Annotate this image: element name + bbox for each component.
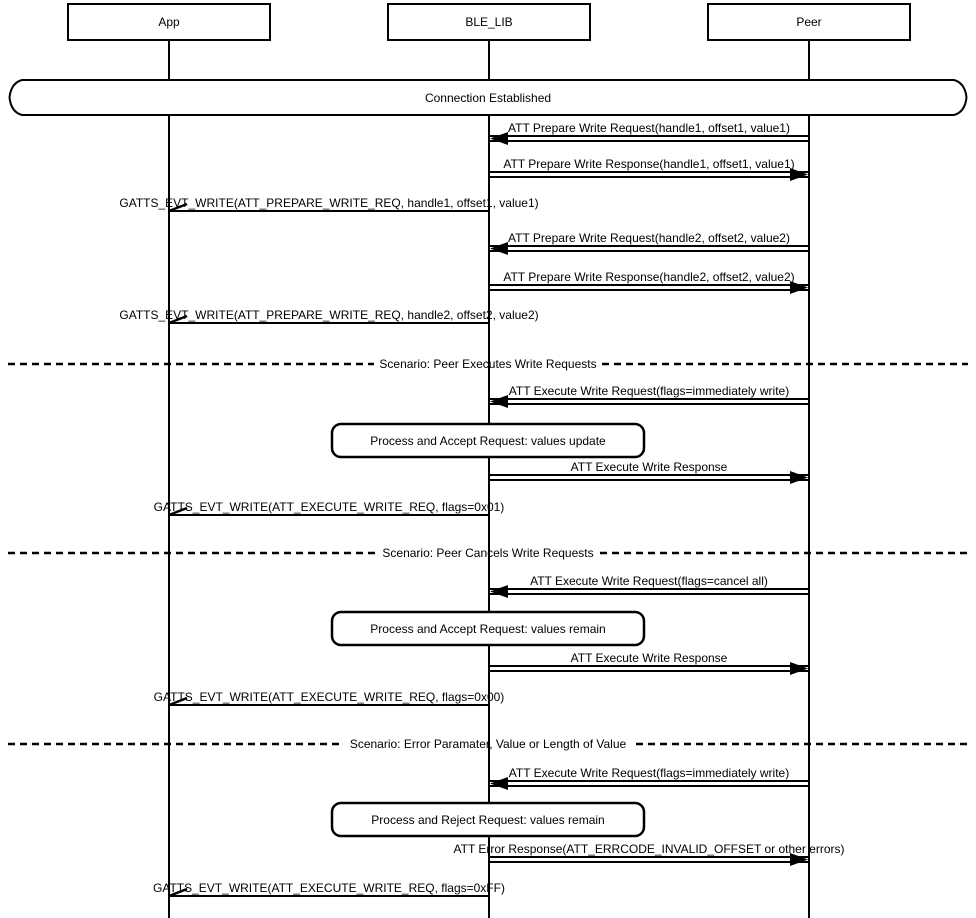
divider-label: Scenario: Peer Cancels Write Requests xyxy=(382,546,593,560)
open-half-arrowhead-icon xyxy=(168,314,188,325)
message-att-prepare-write-response-2: ATT Prepare Write Response(handle2, offs… xyxy=(489,270,809,294)
message-label: ATT Execute Write Request(flags=immediat… xyxy=(509,766,789,780)
divider-label: Scenario: Error Paramater, Value or Leng… xyxy=(350,737,627,751)
filled-arrowhead-icon xyxy=(490,395,508,408)
open-half-arrowhead-icon xyxy=(168,506,188,517)
message-label: ATT Prepare Write Request(handle2, offse… xyxy=(508,231,790,245)
message-label: GATTS_EVT_WRITE(ATT_EXECUTE_WRITE_REQ, f… xyxy=(154,690,505,704)
process-box-label: Process and Reject Request: values remai… xyxy=(371,813,604,827)
filled-arrowhead-icon xyxy=(790,471,808,484)
message-gatts-evt-write-prepare-1: GATTS_EVT_WRITE(ATT_PREPARE_WRITE_REQ, h… xyxy=(119,196,539,213)
participant-box xyxy=(67,3,271,41)
scenario-divider-executes: Scenario: Peer Executes Write Requests xyxy=(8,357,968,371)
process-box-shape xyxy=(330,422,646,459)
process-box-label: Process and Accept Request: values remai… xyxy=(370,622,605,636)
message-gatts-evt-write-prepare-2: GATTS_EVT_WRITE(ATT_PREPARE_WRITE_REQ, h… xyxy=(119,308,539,325)
message-gatts-evt-write-execute-0x01: GATTS_EVT_WRITE(ATT_EXECUTE_WRITE_REQ, f… xyxy=(154,500,505,517)
participant-peer: Peer xyxy=(707,3,911,41)
message-att-execute-write-response-1: ATT Execute Write Response xyxy=(489,460,809,484)
filled-arrowhead-icon xyxy=(790,662,808,675)
process-box-reject-remain: Process and Reject Request: values remai… xyxy=(330,801,646,838)
message-label: ATT Execute Write Request(flags=immediat… xyxy=(509,384,789,398)
participant-label: App xyxy=(158,15,180,29)
band-label: Connection Established xyxy=(425,91,551,105)
participant-box xyxy=(707,3,911,41)
filled-arrowhead-icon xyxy=(490,585,508,598)
message-att-execute-write-response-2: ATT Execute Write Response xyxy=(489,651,809,675)
message-att-prepare-write-response-1: ATT Prepare Write Response(handle1, offs… xyxy=(489,157,809,181)
filled-arrowhead-icon xyxy=(490,777,508,790)
process-box-shape xyxy=(330,801,646,838)
band-shape xyxy=(8,79,968,116)
message-label: ATT Execute Write Response xyxy=(571,460,728,474)
connection-established-band: Connection Established xyxy=(8,79,968,116)
filled-arrowhead-icon xyxy=(490,132,508,145)
scenario-divider-cancels: Scenario: Peer Cancels Write Requests xyxy=(8,546,968,560)
participant-label: BLE_LIB xyxy=(465,15,512,29)
message-att-execute-write-request-1: ATT Execute Write Request(flags=immediat… xyxy=(489,384,809,408)
scenario-divider-error: Scenario: Error Paramater, Value or Leng… xyxy=(8,737,968,751)
filled-arrowhead-icon xyxy=(790,853,808,866)
message-att-prepare-write-request-2: ATT Prepare Write Request(handle2, offse… xyxy=(489,231,809,255)
message-att-execute-write-request-cancel: ATT Execute Write Request(flags=cancel a… xyxy=(489,574,809,598)
message-label: GATTS_EVT_WRITE(ATT_EXECUTE_WRITE_REQ, f… xyxy=(153,881,505,895)
message-label: ATT Execute Write Response xyxy=(571,651,728,665)
process-box-label: Process and Accept Request: values updat… xyxy=(370,434,606,448)
message-label: ATT Execute Write Request(flags=cancel a… xyxy=(530,574,768,588)
filled-arrowhead-icon xyxy=(790,168,808,181)
filled-arrowhead-icon xyxy=(490,242,508,255)
message-label: GATTS_EVT_WRITE(ATT_EXECUTE_WRITE_REQ, f… xyxy=(154,500,505,514)
process-box-accept-remain: Process and Accept Request: values remai… xyxy=(330,610,646,647)
message-gatts-evt-write-execute-0xff: GATTS_EVT_WRITE(ATT_EXECUTE_WRITE_REQ, f… xyxy=(153,881,505,898)
open-half-arrowhead-icon xyxy=(168,887,188,898)
process-box-shape xyxy=(330,610,646,647)
participant-app: App xyxy=(67,3,271,41)
open-half-arrowhead-icon xyxy=(168,696,188,707)
message-label: ATT Prepare Write Request(handle1, offse… xyxy=(508,121,790,135)
message-label: GATTS_EVT_WRITE(ATT_PREPARE_WRITE_REQ, h… xyxy=(119,196,538,210)
participant-box xyxy=(387,3,591,41)
filled-arrowhead-icon xyxy=(790,281,808,294)
message-gatts-evt-write-execute-0x00: GATTS_EVT_WRITE(ATT_EXECUTE_WRITE_REQ, f… xyxy=(154,690,505,707)
open-half-arrowhead-icon xyxy=(168,202,188,213)
participant-ble-lib: BLE_LIB xyxy=(387,3,591,41)
message-label: GATTS_EVT_WRITE(ATT_PREPARE_WRITE_REQ, h… xyxy=(119,308,538,322)
divider-label: Scenario: Peer Executes Write Requests xyxy=(379,357,596,371)
message-att-execute-write-request-error: ATT Execute Write Request(flags=immediat… xyxy=(489,766,809,790)
message-label: ATT Prepare Write Response(handle2, offs… xyxy=(503,270,794,284)
message-att-error-response: ATT Error Response(ATT_ERRCODE_INVALID_O… xyxy=(454,842,845,866)
message-att-prepare-write-request-1: ATT Prepare Write Request(handle1, offse… xyxy=(489,121,809,145)
participant-label: Peer xyxy=(796,15,821,29)
message-label: ATT Error Response(ATT_ERRCODE_INVALID_O… xyxy=(454,842,845,856)
process-box-accept-update: Process and Accept Request: values updat… xyxy=(330,422,646,459)
message-label: ATT Prepare Write Response(handle1, offs… xyxy=(503,157,794,171)
